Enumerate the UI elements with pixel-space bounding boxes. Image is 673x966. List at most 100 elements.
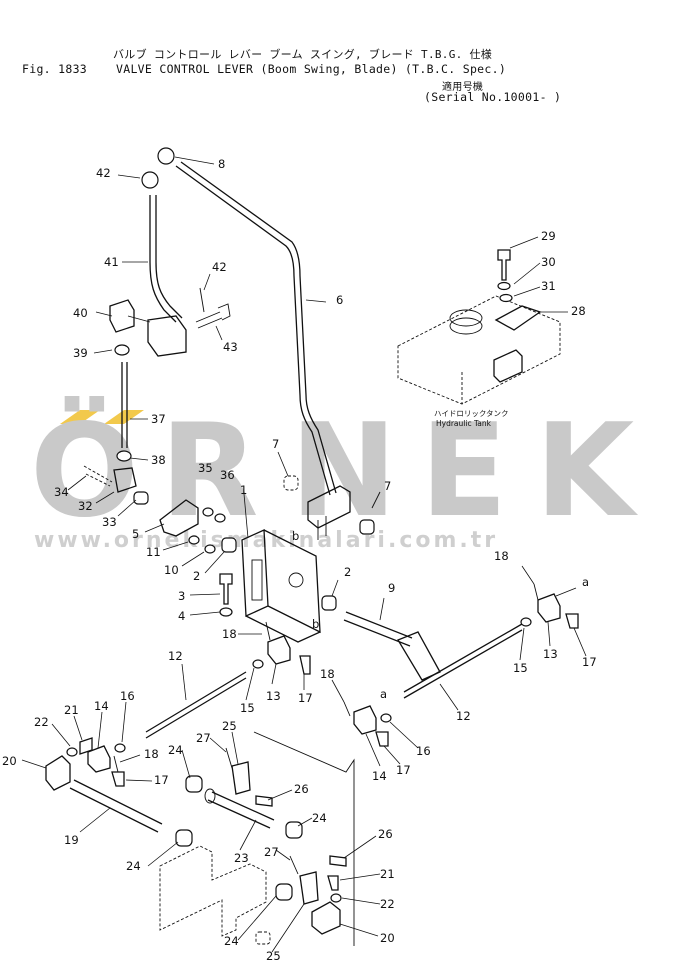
part-label: 36 — [220, 468, 235, 482]
part-label: 32 — [78, 499, 93, 513]
part-label: 17 — [298, 691, 313, 705]
lever-part-6-edge — [180, 161, 337, 494]
tank-label-english: Hydraulic Tank — [436, 419, 492, 428]
watermark-letter: N — [290, 397, 397, 546]
lever-part-20 — [45, 755, 71, 791]
part-label: 20 — [2, 754, 17, 768]
pin-part-18 — [265, 621, 271, 641]
knob-part-8 — [157, 147, 175, 165]
bolt-part-21 — [79, 737, 93, 755]
part-label: 21 — [64, 703, 79, 717]
lever-part-6 — [175, 165, 331, 496]
part-label: 16 — [416, 744, 431, 758]
pin-part-18b — [533, 583, 539, 601]
part-label: 28 — [571, 304, 586, 318]
bracket-hole — [288, 572, 304, 588]
part-label: 30 — [541, 255, 556, 269]
bushing-part-7b — [359, 519, 375, 535]
tank-filler-cap — [449, 317, 483, 335]
part-label: 10 — [164, 563, 179, 577]
part-label: 9 — [388, 581, 395, 595]
bushing-part-7 — [283, 475, 299, 491]
knob-part-42 — [141, 171, 159, 189]
part-label: 24 — [168, 743, 183, 757]
part-label: 26 — [294, 782, 309, 796]
part-label: 8 — [218, 157, 225, 171]
nut-part-38 — [116, 450, 132, 462]
part-label: 13 — [543, 647, 558, 661]
clevis-part-14b — [87, 745, 111, 773]
part-label: 18 — [222, 627, 237, 641]
bolt-part-26 — [255, 795, 273, 807]
part-label: 27 — [264, 845, 279, 859]
clevis-part-14 — [353, 705, 377, 735]
nut-part-15b — [520, 617, 532, 627]
drawing-header: バルブ コントロール レバー ブーム スイング, ブレード T.B.G. 仕様 … — [0, 0, 673, 110]
part-label: 34 — [54, 485, 69, 499]
part-label: 24 — [312, 811, 327, 825]
part-label: 29 — [541, 229, 556, 243]
part-label: 43 — [223, 340, 238, 354]
tank-label-japanese: ハイドロリックタンク — [434, 409, 509, 418]
lever-part-41-edge — [155, 195, 183, 319]
bushing-part-33 — [133, 491, 149, 505]
part-callouts: 8 42 41 42 40 43 39 37 38 34 32 33 35 36… — [2, 157, 597, 963]
nut-part-10 — [204, 544, 216, 554]
washer-part-22b — [330, 893, 342, 903]
rod-part-12b — [403, 623, 523, 693]
part-label: 35 — [198, 461, 213, 475]
part-label: 12 — [456, 709, 471, 723]
part-label: 31 — [541, 279, 556, 293]
frame-outline-right — [253, 731, 355, 946]
watermark-letter: Ö — [30, 396, 139, 546]
shaft-part-19 — [69, 779, 163, 833]
part-label: 15 — [513, 661, 528, 675]
part-label: a — [582, 575, 589, 589]
bolt-part-43 — [195, 303, 231, 329]
part-label: 40 — [73, 306, 88, 320]
bushing-part-2b — [321, 595, 337, 611]
part-label: b — [312, 617, 319, 631]
bracket-slot — [251, 559, 263, 601]
part-label: 18 — [494, 549, 509, 563]
clevis-part-13b — [537, 593, 561, 623]
part-label: 11 — [146, 545, 161, 559]
nut-part-16b — [114, 743, 126, 753]
part-label: 19 — [64, 833, 79, 847]
part-label: 24 — [126, 859, 141, 873]
part-label: 7 — [272, 437, 279, 451]
leader-lines — [21, 156, 587, 953]
part-label: a — [380, 687, 387, 701]
part-label: 37 — [151, 412, 166, 426]
joint-part-32 — [113, 467, 137, 493]
clevis-pin — [127, 315, 151, 323]
part-label: b — [292, 529, 299, 543]
part-label: 42 — [212, 260, 227, 274]
hydraulic-tank — [397, 295, 561, 405]
part-label: 23 — [234, 851, 249, 865]
part-label: 13 — [266, 689, 281, 703]
part-label: 42 — [96, 166, 111, 180]
pin-part-7 — [371, 491, 381, 509]
part-label: 14 — [372, 769, 387, 783]
part-label: 33 — [102, 515, 117, 529]
part-label: 17 — [582, 655, 597, 669]
pin-part-17b — [565, 613, 579, 629]
pin-part-18d — [113, 755, 119, 773]
part-label: 27 — [196, 731, 211, 745]
part-label: 18 — [320, 667, 335, 681]
shaft-part-23 — [207, 791, 275, 829]
washer-part-30 — [497, 281, 511, 291]
bracket-part-1-side — [263, 529, 321, 634]
link-part-5 — [159, 499, 199, 537]
clevis-part-25 — [231, 761, 251, 795]
part-label: 5 — [132, 527, 139, 541]
frame-lower-left — [159, 845, 267, 937]
rod-part-12 — [145, 671, 247, 733]
part-label: 25 — [266, 949, 281, 963]
bolt-part-29 — [497, 249, 511, 281]
bushing-part-24c — [175, 829, 193, 847]
watermark-accent-right — [104, 410, 144, 424]
part-geometry — [45, 147, 579, 946]
part-label: 16 — [120, 689, 135, 703]
